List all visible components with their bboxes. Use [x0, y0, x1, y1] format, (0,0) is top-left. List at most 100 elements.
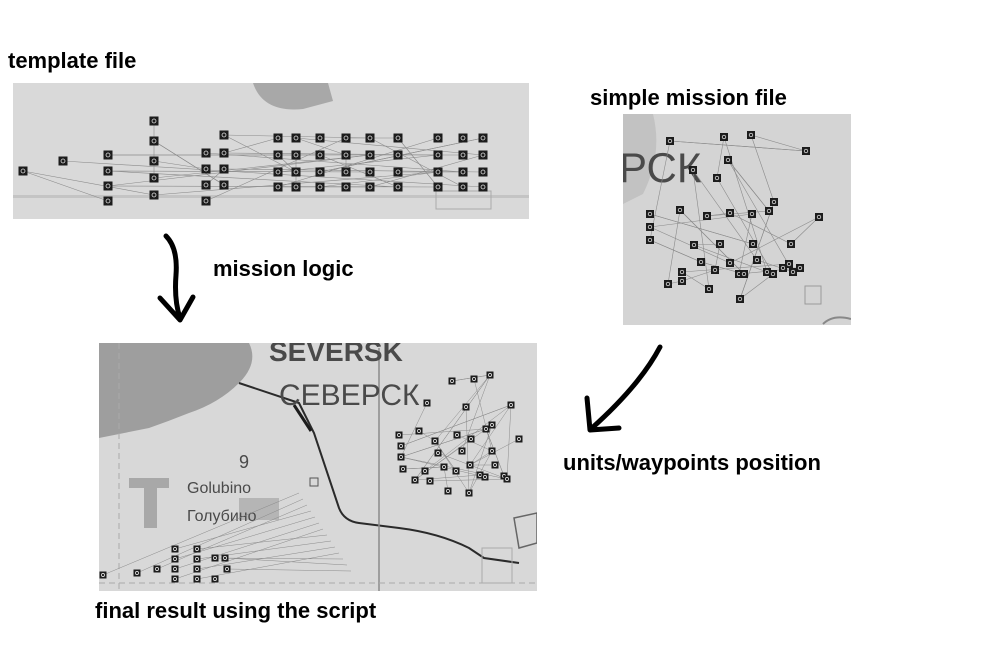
template-node-glyph: [151, 118, 157, 124]
final-unit-node-glyph: [213, 556, 217, 560]
link-line: [469, 404, 512, 466]
mission-unit-node-glyph: [797, 265, 803, 271]
final-unit-node: [171, 555, 179, 563]
template-node: [291, 150, 301, 160]
final-unit-node: [481, 473, 489, 481]
template-node-glyph: [293, 169, 299, 175]
template-node: [341, 182, 351, 192]
link-line: [727, 159, 770, 212]
template-node: [103, 196, 113, 206]
final-unit-node: [467, 435, 475, 443]
template-node: [149, 173, 159, 183]
simple-mission-map: РСК: [623, 114, 851, 325]
final-unit-node: [440, 463, 448, 471]
final-unit-node-glyph: [455, 433, 459, 437]
final-unit-node: [193, 565, 201, 573]
mission-unit-node-glyph: [712, 267, 718, 273]
template-node: [201, 148, 211, 158]
template-node-glyph: [343, 135, 349, 141]
link-line: [739, 201, 775, 300]
link-line: [214, 557, 344, 560]
template-node: [315, 133, 325, 143]
link-line: [649, 239, 702, 263]
template-node-glyph: [105, 152, 111, 158]
final-unit-node: [444, 487, 452, 495]
template-node: [458, 167, 468, 177]
mission-unit-node-glyph: [647, 211, 653, 217]
template-node: [149, 156, 159, 166]
golubino-cyrillic-text: Голубино: [187, 508, 257, 525]
final-unit-node-glyph: [399, 444, 403, 448]
link-line: [156, 504, 308, 570]
template-node-glyph: [367, 169, 373, 175]
mission-unit-node: [703, 212, 711, 220]
mission-unit-node: [765, 207, 773, 215]
link-line: [681, 269, 716, 282]
mission-unit-node-glyph: [748, 132, 754, 138]
link-line: [461, 374, 491, 452]
final-unit-node-glyph: [490, 449, 494, 453]
link-line: [729, 216, 820, 264]
link-line: [277, 154, 439, 173]
final-unit-node-glyph: [135, 571, 139, 575]
final-unit-node: [153, 565, 161, 573]
template-node-glyph: [293, 152, 299, 158]
final-unit-node-glyph: [425, 401, 429, 405]
link-line: [681, 271, 710, 290]
template-node: [341, 150, 351, 160]
template-node: [149, 116, 159, 126]
template-node: [315, 150, 325, 160]
final-unit-node-glyph: [446, 489, 450, 493]
link-line: [649, 213, 754, 245]
link-line: [681, 263, 790, 273]
mission-unit-node-glyph: [691, 242, 697, 248]
template-node: [219, 164, 229, 174]
template-node: [149, 136, 159, 146]
template-node-glyph: [343, 184, 349, 190]
template-node: [433, 150, 443, 160]
final-unit-node-glyph: [467, 491, 471, 495]
mission-unit-node: [646, 223, 654, 231]
link-line: [669, 140, 807, 152]
arrow-mission-logic: [163, 233, 183, 321]
final-unit-node: [223, 565, 231, 573]
final-unit-node: [470, 375, 478, 383]
link-line: [750, 134, 807, 152]
final-unit-node: [171, 575, 179, 583]
template-node-glyph: [105, 168, 111, 174]
mission-unit-node: [716, 240, 724, 248]
mission-unit-node-glyph: [647, 224, 653, 230]
template-node: [478, 133, 488, 143]
final-unit-node: [426, 477, 434, 485]
template-node: [393, 133, 403, 143]
final-unit-node-glyph: [401, 467, 405, 471]
link-line: [400, 428, 487, 458]
final-unit-node-glyph: [397, 433, 401, 437]
mission-unit-node-glyph: [704, 213, 710, 219]
mission-unit-node-glyph: [770, 271, 776, 277]
mission-unit-node: [689, 166, 697, 174]
link-line: [443, 466, 449, 492]
final-unit-node-glyph: [195, 547, 199, 551]
mission-unit-node-glyph: [764, 269, 770, 275]
link-line: [716, 177, 774, 275]
mission-unit-node: [724, 156, 732, 164]
template-node-glyph: [460, 169, 466, 175]
final-unit-node-glyph: [454, 469, 458, 473]
template-node-glyph: [395, 169, 401, 175]
final-result-label: final result using the script: [95, 598, 377, 623]
template-node-glyph: [395, 184, 401, 190]
template-node: [365, 182, 375, 192]
mission-unit-node: [678, 268, 686, 276]
seversk-partial-text: РСК: [623, 144, 702, 191]
seversk-latin-text: SEVERSK: [269, 343, 403, 367]
template-node: [201, 180, 211, 190]
template-node-glyph: [343, 169, 349, 175]
link-line: [739, 273, 774, 300]
link-line: [22, 170, 109, 202]
mission-unit-node: [646, 210, 654, 218]
link-line: [716, 136, 725, 179]
mission-unit-node-glyph: [727, 260, 733, 266]
template-node: [458, 133, 468, 143]
final-unit-node-glyph: [417, 429, 421, 433]
